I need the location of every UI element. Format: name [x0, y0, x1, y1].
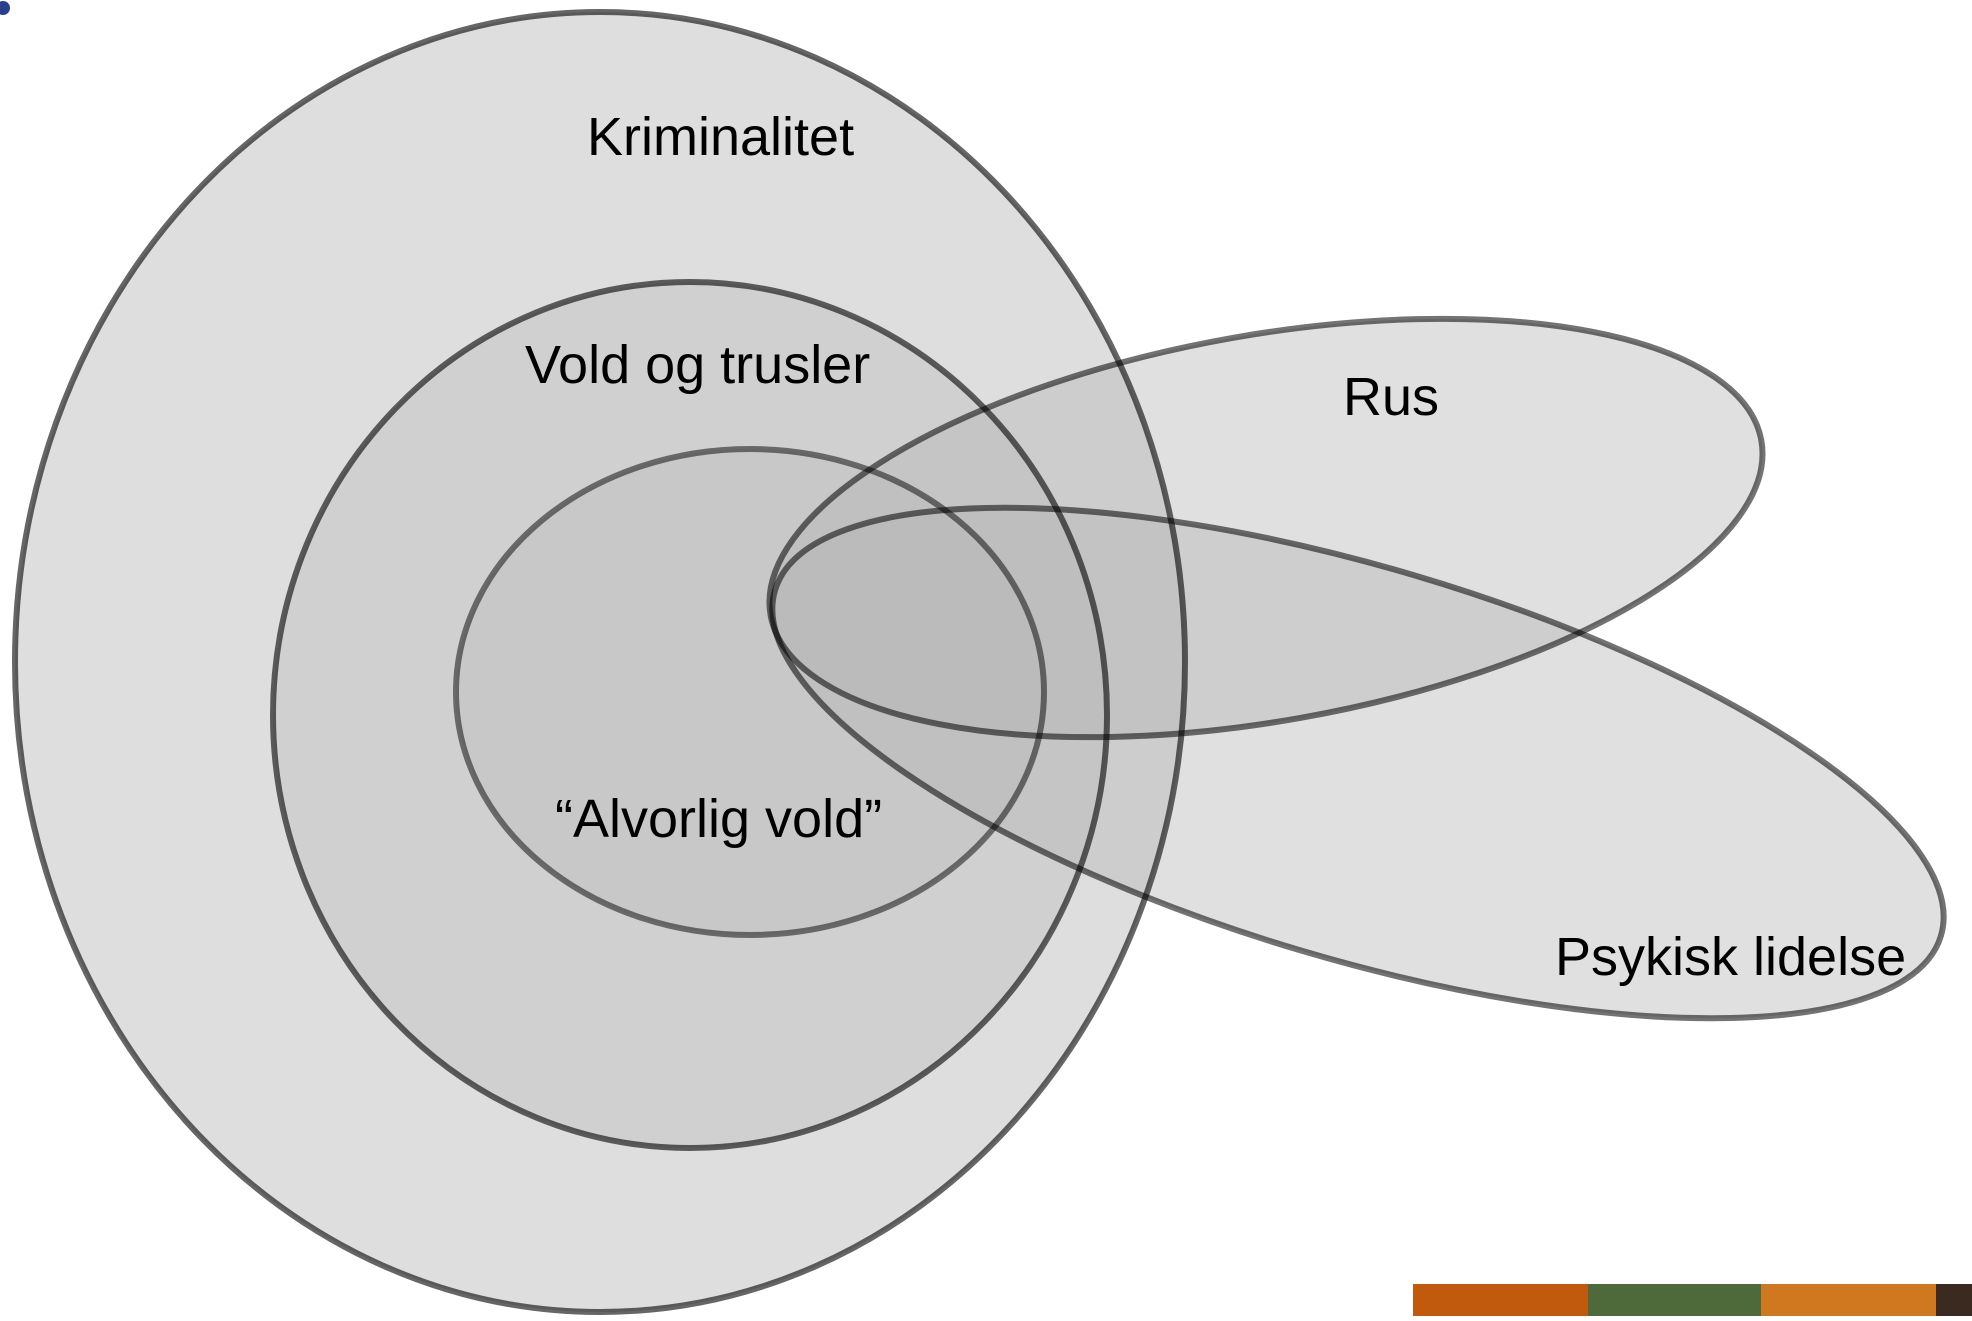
photo-strip: [1413, 1284, 1972, 1316]
region-outlines: [12, 9, 1947, 1315]
outline-vold-og-trusler: [270, 279, 1110, 1151]
region-rus: [769, 318, 1763, 738]
label-psykisk-lidelse: Psykisk lidelse: [1555, 927, 1906, 987]
photo-tile-amber: [1761, 1284, 1936, 1316]
region-vold-og-trusler: [273, 282, 1107, 1148]
outline-psykisk-lidelse: [769, 504, 1947, 1022]
region-alvorlig-vold: [456, 449, 1044, 935]
label-kriminalitet: Kriminalitet: [587, 107, 854, 167]
label-rus: Rus: [1343, 367, 1439, 427]
bullet-icon: [0, 1, 10, 15]
photo-tile-dark: [1936, 1284, 1972, 1316]
label-alvorlig-vold: “Alvorlig vold”: [555, 789, 882, 849]
label-vold-og-trusler: Vold og trusler: [525, 335, 870, 395]
outline-kriminalitet: [12, 9, 1188, 1315]
photo-tile-orange: [1413, 1284, 1588, 1316]
region-psykisk-lidelse: [772, 507, 1944, 1019]
outline-alvorlig-vold: [453, 446, 1047, 938]
region-fills: [15, 12, 1944, 1312]
photo-tile-green: [1588, 1284, 1761, 1316]
